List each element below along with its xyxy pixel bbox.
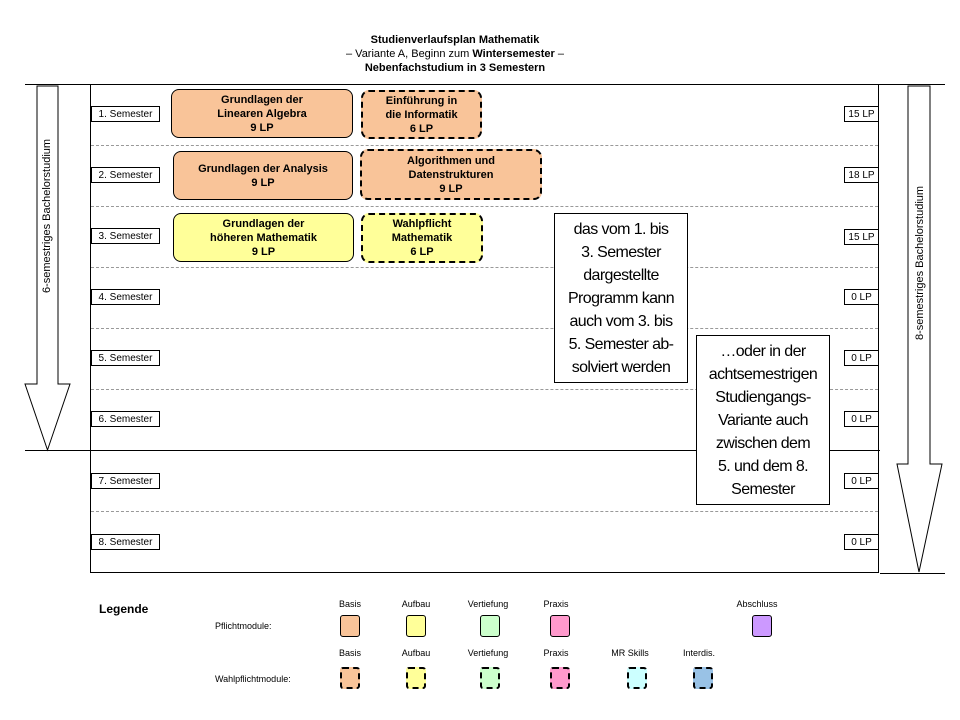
row-separator <box>91 511 878 512</box>
semester-label: 2. Semester <box>91 167 160 183</box>
eight-semester-label: 8-semestriges Bachelorstudium <box>914 185 926 340</box>
legend-wahl-aufbau-label: Aufbau <box>401 648 431 658</box>
legend-wahl-aufbau-swatch <box>406 667 426 689</box>
credit-label: 0 LP <box>844 473 879 489</box>
module-analysis[interactable]: Grundlagen der Analysis 9 LP <box>173 151 353 200</box>
semester-label: 4. Semester <box>91 289 160 305</box>
legend-title: Legende <box>99 602 149 616</box>
module-higher-math[interactable]: Grundlagen der höheren Mathematik 9 LP <box>173 213 354 262</box>
legend-pflicht-aufbau-swatch <box>406 615 426 637</box>
module-linear-algebra[interactable]: Grundlagen der Linearen Algebra 9 LP <box>171 89 353 138</box>
semester-label: 8. Semester <box>91 534 160 550</box>
legend-wahl-mrskills-label: MR Skills <box>611 648 649 658</box>
credit-label: 18 LP <box>844 167 879 183</box>
semester-label: 6. Semester <box>91 411 160 427</box>
semester-label: 3. Semester <box>91 228 160 244</box>
grid-top-line <box>25 84 945 85</box>
page-title: Studienverlaufsplan Mathematik – Variant… <box>280 33 630 75</box>
six-semester-divider <box>25 450 880 451</box>
legend-pflicht-praxis-label: Praxis <box>543 599 569 609</box>
credit-label: 0 LP <box>844 350 879 366</box>
row-separator <box>91 267 878 268</box>
legend-pflicht-vertiefung-label: Vertiefung <box>467 599 509 609</box>
credit-label: 15 LP <box>844 229 879 245</box>
credit-label: 15 LP <box>844 106 879 122</box>
legend-pflicht-vertiefung-swatch <box>480 615 500 637</box>
legend-wahl-label: Wahlpflichtmodule: <box>215 674 291 684</box>
row-separator <box>91 389 878 390</box>
legend-pflicht-abschluss-label: Abschluss <box>736 599 778 609</box>
module-algorithms[interactable]: Algorithmen und Datenstrukturen 9 LP <box>360 149 542 200</box>
semester-label: 5. Semester <box>91 350 160 366</box>
row-separator <box>91 206 878 207</box>
legend-wahl-praxis-label: Praxis <box>543 648 569 658</box>
note-eight-semester-variant: …oder in der achtsemestrigen Studiengang… <box>696 335 830 505</box>
row-separator <box>91 145 878 146</box>
legend-wahl-mrskills-swatch <box>627 667 647 689</box>
module-elective-math[interactable]: Wahlpflicht Mathematik 6 LP <box>361 213 483 263</box>
legend-pflicht-aufbau-label: Aufbau <box>401 599 431 609</box>
title-line-2: – Variante A, Beginn zum Wintersemester … <box>346 48 564 60</box>
six-semester-arrow <box>24 85 71 452</box>
credit-label: 0 LP <box>844 534 879 550</box>
legend-pflicht-praxis-swatch <box>550 615 570 637</box>
legend-wahl-interdis-swatch <box>693 667 713 689</box>
legend-wahl-basis-label: Basis <box>338 648 361 658</box>
legend-pflicht-label: Pflichtmodule: <box>215 621 272 631</box>
grid-bottom-line-right <box>880 573 945 574</box>
note-shift-semesters: das vom 1. bis 3. Semester dargestellte … <box>554 213 688 383</box>
module-intro-informatics[interactable]: Einführung in die Informatik 6 LP <box>361 90 482 139</box>
title-line-1: Studienverlaufsplan Mathematik <box>370 34 540 46</box>
six-semester-label: 6-semestriges Bachelorstudium <box>41 138 53 293</box>
semester-label: 7. Semester <box>91 473 160 489</box>
credit-label: 0 LP <box>844 411 879 427</box>
credit-label: 0 LP <box>844 289 879 305</box>
legend-wahl-basis-swatch <box>340 667 360 689</box>
legend-pflicht-abschluss-swatch <box>752 615 772 637</box>
legend-wahl-praxis-swatch <box>550 667 570 689</box>
legend-wahl-vertiefung-label: Vertiefung <box>467 648 509 658</box>
title-line-3: Nebenfachstudium in 3 Semestern <box>364 62 546 74</box>
legend-wahl-interdis-label: Interdis. <box>682 648 715 658</box>
semester-label: 1. Semester <box>91 106 160 122</box>
legend-wahl-vertiefung-swatch <box>480 667 500 689</box>
legend-pflicht-basis-swatch <box>340 615 360 637</box>
eight-semester-arrow <box>896 85 943 573</box>
row-separator <box>91 328 878 329</box>
legend-pflicht-basis-label: Basis <box>338 599 361 609</box>
